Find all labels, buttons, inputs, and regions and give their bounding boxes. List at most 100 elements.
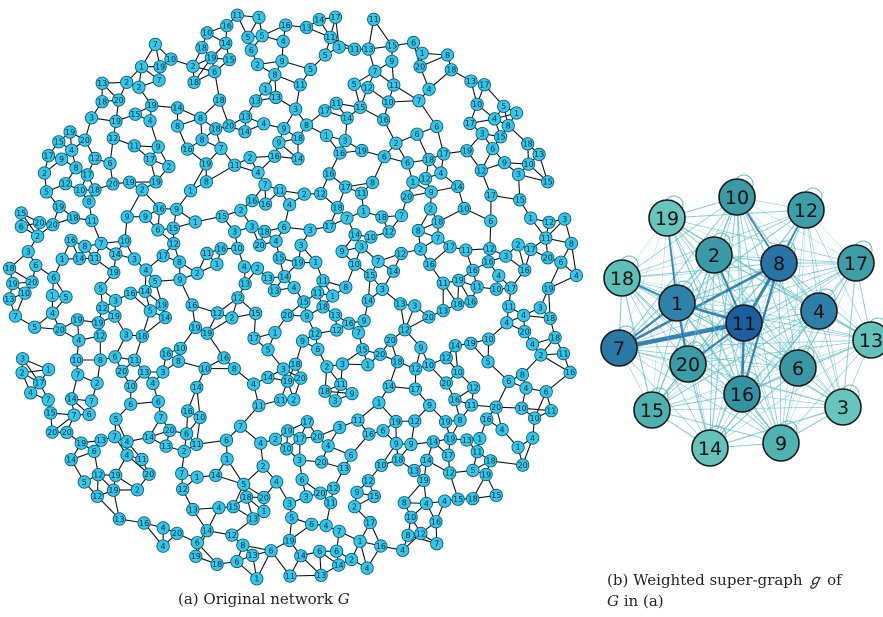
network-node-label: 17 bbox=[320, 107, 330, 116]
network-node-label: 1 bbox=[261, 507, 266, 516]
network-node: 4 bbox=[269, 475, 284, 489]
network-node-label: 15 bbox=[515, 196, 525, 205]
network-node: 17 bbox=[363, 515, 377, 530]
network-node-label: 18 bbox=[260, 227, 270, 236]
super-graph-node: 18 bbox=[603, 255, 641, 297]
network-node-label: 5 bbox=[153, 277, 158, 286]
network-node: 11 bbox=[470, 445, 484, 459]
network-node: 4 bbox=[434, 166, 448, 180]
network-node-label: 16 bbox=[425, 260, 435, 269]
network-node: 3 bbox=[276, 362, 290, 376]
network-node: 7 bbox=[394, 208, 409, 223]
network-node-label: 19 bbox=[543, 284, 553, 293]
network-node-label: 9 bbox=[418, 343, 423, 352]
super-graph-node-label: 4 bbox=[813, 301, 825, 323]
super-graph-node: 16 bbox=[723, 371, 761, 413]
network-node: 2 bbox=[534, 348, 548, 362]
network-node-label: 11 bbox=[202, 249, 212, 258]
network-node: 19 bbox=[52, 200, 66, 214]
network-node-label: 8 bbox=[458, 416, 463, 425]
network-node-label: 14 bbox=[422, 456, 432, 465]
network-node-label: 15 bbox=[299, 298, 309, 307]
network-node-label: 11 bbox=[129, 356, 139, 365]
network-node-label: 1 bbox=[313, 258, 318, 267]
network-node-label: 18 bbox=[433, 218, 443, 227]
network-node-label: 13 bbox=[534, 150, 544, 159]
network-node: 14 bbox=[238, 125, 252, 139]
network-node-label: 15 bbox=[251, 309, 261, 318]
network-node-label: 13 bbox=[263, 274, 273, 283]
network-node-label: 18 bbox=[293, 134, 303, 143]
network-node-label: 5 bbox=[352, 80, 357, 89]
network-node-label: 7 bbox=[75, 371, 80, 380]
super-graph-edge bbox=[676, 302, 872, 341]
network-node-label: 17 bbox=[34, 379, 44, 388]
network-node: 15 bbox=[513, 193, 527, 207]
network-node-label: 14 bbox=[384, 382, 394, 391]
network-node-label: 8 bbox=[86, 198, 91, 207]
network-node-label: 14 bbox=[144, 433, 154, 442]
super-graph-node: 20 bbox=[669, 341, 707, 383]
network-node: 4 bbox=[487, 112, 502, 126]
network-node: 1 bbox=[361, 358, 375, 372]
network-node: 3 bbox=[21, 245, 35, 259]
network-node-label: 14 bbox=[160, 313, 170, 322]
network-node: 19 bbox=[149, 175, 163, 189]
network-node: 11 bbox=[347, 42, 362, 56]
network-node: 6 bbox=[410, 127, 424, 141]
network-node-label: 4 bbox=[258, 439, 263, 448]
network-node: 14 bbox=[340, 111, 354, 125]
network-node: 2 bbox=[234, 203, 248, 217]
network-node: 10 bbox=[280, 442, 294, 456]
network-node-label: 11 bbox=[541, 234, 551, 243]
network-node: 16 bbox=[342, 316, 356, 330]
network-node-label: 20 bbox=[520, 327, 530, 336]
network-node-label: 4 bbox=[504, 319, 509, 328]
super-graph-edge bbox=[621, 277, 799, 369]
network-node-label: 13 bbox=[302, 23, 312, 32]
network-node-label: 20 bbox=[296, 374, 306, 383]
network-node-label: 11 bbox=[350, 45, 360, 54]
network-node-label: 6 bbox=[405, 159, 410, 168]
network-node-label: 2 bbox=[255, 60, 260, 69]
network-node-label: 2 bbox=[95, 379, 100, 388]
network-node-label: 3 bbox=[232, 228, 237, 237]
super-graph-edge bbox=[666, 217, 820, 312]
network-node-label: 13 bbox=[96, 436, 106, 445]
network-node: 12 bbox=[210, 306, 224, 320]
network-node: 14 bbox=[451, 179, 465, 194]
network-node: 12 bbox=[483, 242, 497, 256]
network-node-label: 11 bbox=[325, 33, 335, 42]
network-node-label: 3 bbox=[308, 226, 313, 235]
network-node-label: 5 bbox=[470, 466, 475, 475]
network-node: 3 bbox=[354, 240, 368, 254]
network-node-label: 1 bbox=[188, 187, 193, 196]
network-node-label: 19 bbox=[93, 319, 103, 328]
network-node-label: 13 bbox=[139, 368, 149, 377]
network-node: 14 bbox=[72, 252, 87, 266]
network-node: 15 bbox=[52, 135, 66, 149]
network-node-label: 3 bbox=[287, 499, 292, 508]
network-node: 18 bbox=[451, 297, 465, 311]
network-node: 11 bbox=[85, 214, 99, 228]
network-node-label: 9 bbox=[429, 188, 434, 197]
network-node: 19 bbox=[70, 313, 85, 327]
network-node: 7 bbox=[214, 141, 228, 155]
network-node-label: 12 bbox=[396, 249, 406, 258]
network-node-label: 1 bbox=[514, 109, 519, 118]
network-node-label: 4 bbox=[256, 168, 261, 177]
network-node: 12 bbox=[96, 301, 110, 315]
network-node: 4 bbox=[321, 439, 335, 453]
network-node-label: 11 bbox=[389, 81, 399, 90]
network-node: 11 bbox=[230, 8, 244, 22]
network-node-label: 19 bbox=[110, 312, 120, 321]
network-node: 18 bbox=[240, 490, 254, 504]
network-node: 10 bbox=[470, 97, 484, 111]
network-node-label: 5 bbox=[501, 102, 506, 111]
network-node: 12 bbox=[443, 466, 457, 480]
network-node-label: 6 bbox=[317, 547, 322, 556]
network-node-label: 18 bbox=[424, 155, 434, 164]
network-node: 18 bbox=[330, 201, 345, 215]
network-node-label: 19 bbox=[419, 476, 429, 485]
network-node-label: 8 bbox=[272, 71, 277, 80]
